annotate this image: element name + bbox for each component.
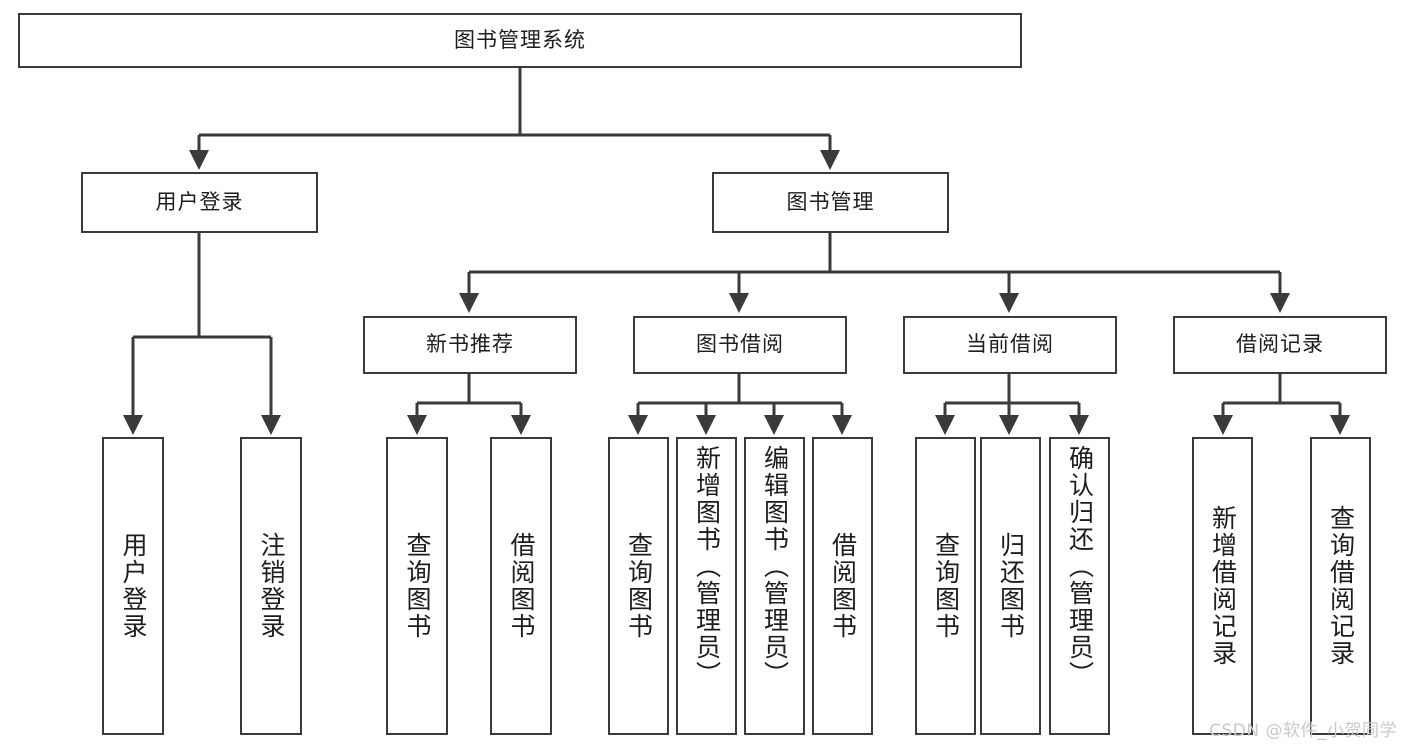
node-leaf-confirm-return-label: 确认归还（管理员）: [1065, 445, 1095, 688]
node-leaf-return-book-label: 归还图书: [996, 532, 1026, 640]
node-leaf-query-book-1-label: 查询图书: [403, 532, 432, 640]
node-leaf-add-book[interactable]: 新增图书（管理员）: [676, 437, 737, 735]
node-new-book-recommend[interactable]: 新书推荐: [363, 316, 577, 374]
node-leaf-query-book-1[interactable]: 查询图书: [386, 437, 448, 735]
node-leaf-add-record[interactable]: 新增借阅记录: [1192, 437, 1253, 735]
node-leaf-query-book-2[interactable]: 查询图书: [608, 437, 669, 735]
node-borrow-record-label: 借阅记录: [1236, 332, 1324, 357]
node-leaf-return-book[interactable]: 归还图书: [980, 437, 1041, 735]
node-root-label: 图书管理系统: [454, 27, 586, 52]
node-leaf-borrow-book-2[interactable]: 借阅图书: [812, 437, 873, 735]
node-leaf-borrow-book-1[interactable]: 借阅图书: [490, 437, 552, 735]
node-borrow-record[interactable]: 借阅记录: [1173, 316, 1387, 374]
node-book-manage-label: 图书管理: [786, 189, 875, 214]
node-user-login-label: 用户登录: [155, 189, 244, 214]
node-leaf-confirm-return[interactable]: 确认归还（管理员）: [1049, 437, 1110, 735]
node-book-manage[interactable]: 图书管理: [712, 172, 949, 233]
node-book-borrow-label: 图书借阅: [696, 332, 784, 357]
node-current-borrow-label: 当前借阅: [966, 332, 1054, 357]
node-current-borrow[interactable]: 当前借阅: [903, 316, 1117, 374]
node-leaf-query-book-2-label: 查询图书: [624, 532, 654, 640]
node-leaf-logout-login[interactable]: 注销登录: [240, 437, 302, 735]
node-leaf-borrow-book-1-label: 借阅图书: [507, 532, 536, 640]
node-leaf-user-login[interactable]: 用户登录: [102, 437, 164, 735]
node-leaf-user-login-label: 用户登录: [119, 532, 148, 640]
node-new-book-recommend-label: 新书推荐: [426, 332, 514, 357]
node-leaf-query-record-label: 查询借阅记录: [1326, 505, 1356, 667]
node-leaf-add-book-label: 新增图书（管理员）: [692, 445, 722, 688]
node-user-login[interactable]: 用户登录: [81, 172, 318, 233]
node-leaf-logout-login-label: 注销登录: [257, 532, 286, 640]
node-leaf-edit-book-label: 编辑图书（管理员）: [760, 445, 790, 688]
node-leaf-query-book-3[interactable]: 查询图书: [915, 437, 976, 735]
node-root[interactable]: 图书管理系统: [18, 13, 1022, 68]
node-book-borrow[interactable]: 图书借阅: [633, 316, 847, 374]
watermark-text: CSDN @软件_小贺同学: [1209, 721, 1397, 741]
node-leaf-borrow-book-2-label: 借阅图书: [828, 532, 858, 640]
node-leaf-edit-book[interactable]: 编辑图书（管理员）: [744, 437, 805, 735]
node-leaf-add-record-label: 新增借阅记录: [1208, 505, 1238, 667]
node-leaf-query-record[interactable]: 查询借阅记录: [1310, 437, 1371, 735]
node-leaf-query-book-3-label: 查询图书: [931, 532, 961, 640]
